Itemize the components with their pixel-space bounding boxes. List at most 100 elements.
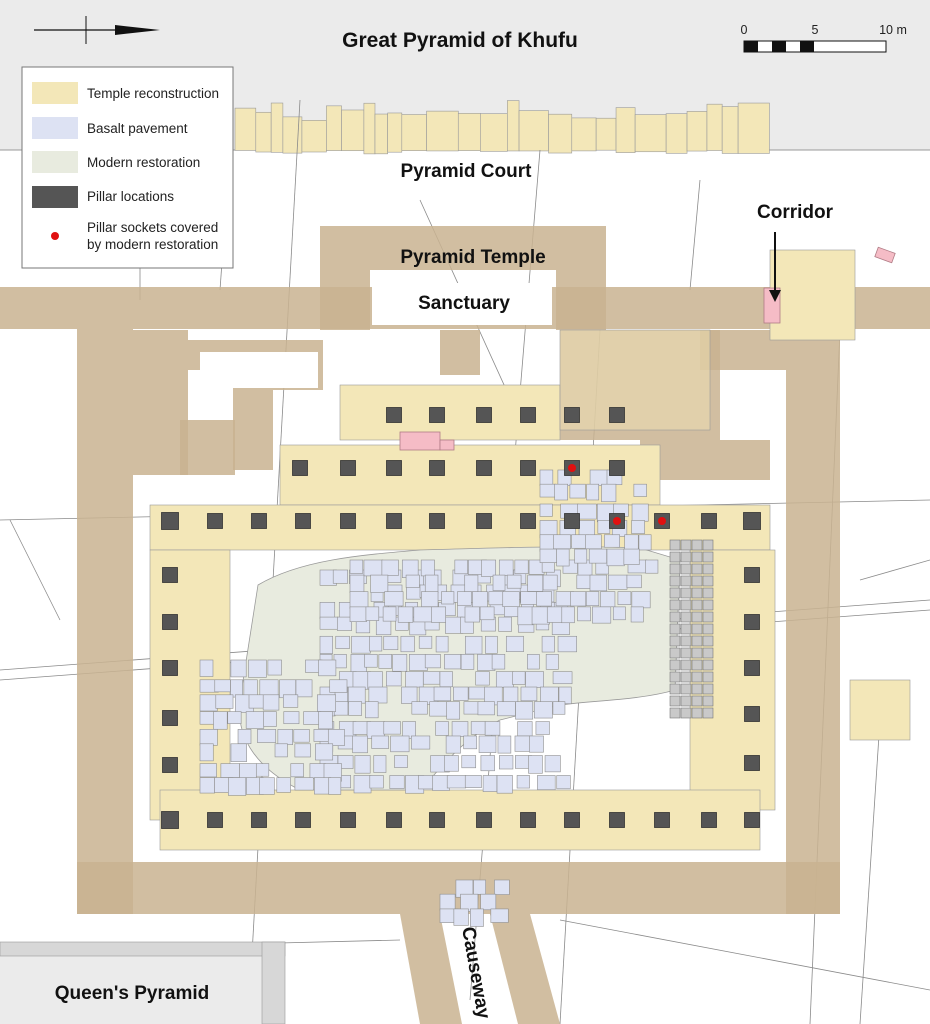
gray-stone (691, 563, 703, 575)
basalt-slab (451, 721, 469, 737)
basalt-slab (535, 721, 550, 735)
basalt-slab (431, 606, 446, 623)
basalt-slab (424, 574, 439, 594)
basalt-slab (463, 701, 480, 715)
basalt-slab (631, 503, 649, 522)
basalt-slab (525, 671, 544, 688)
pillar (701, 812, 717, 828)
basalt-slab (327, 729, 345, 746)
court-stone-block (665, 113, 688, 154)
basalt-slab (199, 763, 217, 778)
basalt-slab (496, 775, 513, 794)
pillar (386, 460, 402, 476)
scale-bar: 0 5 10 m (741, 23, 907, 53)
corridor-arrow-icon (769, 232, 781, 302)
gray-stone (702, 647, 714, 659)
basalt-slab (373, 755, 387, 773)
basalt-slab (491, 654, 506, 670)
pillar (429, 513, 445, 529)
court-stone-block (737, 102, 770, 154)
basalt-slab (283, 711, 300, 725)
gray-stone (680, 683, 692, 695)
basalt-slab (638, 534, 652, 551)
pillar-socket (658, 517, 666, 525)
pillar (520, 460, 536, 476)
basalt-slab (371, 735, 389, 749)
gray-stone (680, 551, 692, 563)
gray-stone (669, 611, 681, 623)
basalt-slab (405, 671, 424, 688)
gray-stone (691, 671, 703, 683)
basalt-slab (623, 548, 640, 565)
basalt-slab (230, 679, 243, 698)
basalt-slab (457, 591, 472, 606)
basalt-slab (245, 711, 265, 729)
gray-stone (669, 575, 681, 587)
pillar (161, 512, 179, 530)
court-stone-block (234, 107, 257, 151)
basalt-slab (370, 574, 389, 593)
pillar (743, 512, 761, 530)
sanctuary-label: Sanctuary (418, 293, 510, 314)
basalt-slab (479, 606, 495, 621)
basalt-slab (435, 635, 449, 653)
pillar (744, 812, 760, 828)
basalt-slab (495, 671, 514, 688)
basalt-slab (199, 729, 218, 746)
basalt-slab (570, 591, 587, 607)
gray-stone (680, 647, 692, 659)
temple-wall-reconstruction (0, 226, 930, 1024)
court-stone-block (507, 100, 520, 152)
site-hairline (9, 519, 61, 621)
basalt-slab (460, 893, 479, 912)
basalt-slab (423, 671, 441, 685)
basalt-slab (367, 671, 383, 690)
basalt-slab (230, 659, 247, 678)
basalt-slab (262, 694, 280, 711)
basalt-slab (475, 671, 490, 686)
site-hairline (559, 919, 930, 991)
basalt-slab (539, 503, 553, 517)
basalt-slab (317, 694, 336, 712)
pillar (609, 460, 625, 476)
legend-swatch-temple (32, 82, 78, 104)
basalt-slab (353, 775, 372, 794)
pyramid-title: Great Pyramid of Khufu (342, 29, 578, 52)
basalt-slab (294, 743, 311, 758)
court-stone-block (457, 113, 481, 151)
basalt-slab (617, 591, 632, 605)
gray-stone (680, 563, 692, 575)
basalt-slab (606, 548, 625, 567)
basalt-slab (401, 686, 418, 704)
gray-stone (669, 695, 681, 707)
basalt-slab (295, 679, 313, 698)
gray-stone (669, 647, 681, 659)
basalt-slab (517, 721, 533, 737)
basalt-slab (392, 654, 408, 672)
basalt-slab (397, 606, 414, 623)
basalt-slab (481, 559, 497, 577)
basalt-slab (349, 559, 364, 574)
basalt-slab (497, 735, 512, 754)
gray-stone (669, 635, 681, 647)
basalt-slab (592, 606, 612, 624)
basalt-slab (552, 671, 573, 685)
basalt-slab (335, 635, 350, 649)
basalt-slab (349, 574, 365, 593)
basalt-slab (577, 503, 597, 520)
basalt-slab (514, 735, 531, 752)
basalt-slab (255, 763, 270, 777)
basalt-slab (354, 755, 371, 774)
pillar-socket (568, 464, 576, 472)
basalt-slab (553, 534, 571, 550)
basalt-slab (574, 548, 588, 564)
basalt-slab (539, 469, 554, 487)
queens-pyramid-label: Queen's Pyramid (55, 983, 209, 1004)
basalt-slab (561, 606, 575, 624)
basalt-slab (540, 686, 559, 704)
court-stone-block (548, 113, 573, 154)
basalt-slab (368, 686, 388, 704)
basalt-slab (589, 469, 609, 486)
basalt-slab (527, 574, 544, 592)
legend-label-socket-2: by modern restoration (87, 237, 218, 252)
